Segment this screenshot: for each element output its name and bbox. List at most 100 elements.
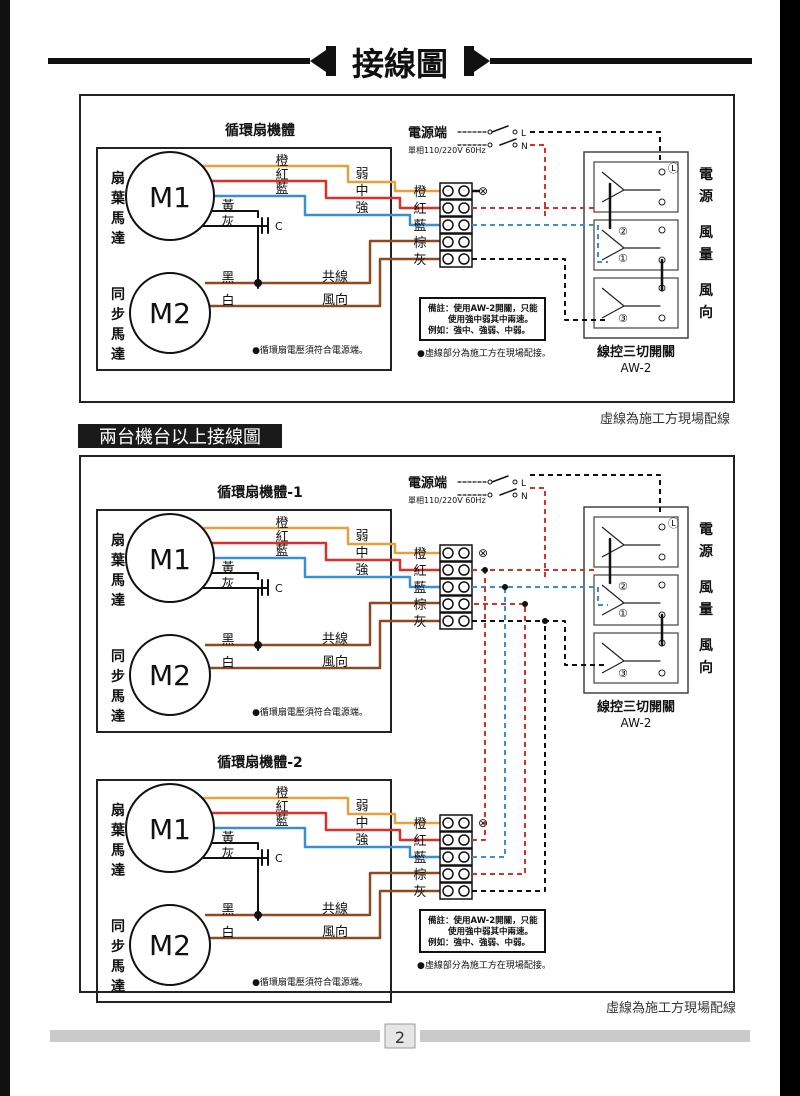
terminal-screw [442,885,454,897]
note-line: 備註：使用AW-2開關，只能 [428,915,538,926]
terminal-screw [458,598,470,610]
terminal-slot [439,216,473,234]
switch-pos-mark: ② [618,225,628,238]
terminal-slot [439,814,473,832]
speed-label: 弱 [355,529,368,544]
m1-label-char: 扇 [111,532,125,549]
breaker-contact [491,475,509,483]
brown-wire [205,871,440,917]
fan-unit-2: 循環扇機體-1扇葉馬達同步馬達CM1M2橙紅藍黃灰黑白弱中強共線風向●循環扇電壓… [96,484,488,733]
note-line: 例如：強中、強弱、中弱。 [428,937,530,948]
common-junction [254,911,262,919]
motor-m2 [129,634,211,716]
section2-title: 兩台機台以上接線圖 [99,427,261,448]
m1-label-char: 馬 [111,573,125,589]
switch-pos-mark: ③ [618,312,628,325]
motor-m1 [125,783,215,873]
m1-label-char: 葉 [110,822,126,839]
motor-m1-name: M1 [149,543,191,576]
red-field-wire [472,570,486,841]
terminal-label: 藍 [413,219,426,234]
terminal-screw [458,868,470,880]
page-number: 2 [395,1028,405,1047]
switch-section [593,161,679,213]
terminal-label: 棕 [413,598,426,613]
terminal-screw [458,885,470,897]
power-L-wire [530,474,661,515]
switch-pin [658,581,666,589]
yellow-lead [200,210,259,218]
orange-wire [200,164,440,193]
switch-side-label: 電 [699,166,713,183]
switch-side-label: 源 [699,543,713,560]
terminal-screw [458,547,470,559]
m1-label-char: 葉 [110,190,126,207]
note-line: 使用強中弱其中兩速。 [447,314,533,325]
terminal-screw [458,236,470,248]
dashed-note-1: 虛線為施工方現場配線 [600,411,730,427]
note-line: 使用強中弱其中兩速。 [447,926,533,937]
terminal-slot [439,250,473,268]
m1-label-char: 達 [111,862,125,879]
common-label: 共線 [322,269,348,285]
motor-m2-name: M2 [149,659,191,692]
switch-pin [658,198,666,206]
terminal-point [487,142,493,148]
terminal-unused-mark: ⊗ [478,816,488,830]
switch-side-label: 風 [699,638,713,654]
fan-body-title: 循環扇機體-1 [217,484,303,501]
blue-field-wire [597,225,608,263]
terminal-screw [442,581,454,593]
m2-label-char: 馬 [111,327,125,343]
wire-color-label: 橙 [275,516,288,531]
switch-side-label: 向 [699,659,713,676]
note-box: 備註：使用AW-2開關，只能使用強中弱其中兩速。例如：強中、強弱、中弱。●虛線部… [417,297,551,359]
m2-label-char: 達 [111,708,125,725]
dashed-field-note: ●虛線部分為施工方在現場配接。 [417,959,551,971]
terminal-label: 橙 [413,817,426,832]
blue-wire [205,826,440,859]
terminal-label: 棕 [413,868,426,883]
wire-color-label: 黑 [221,633,234,648]
motor-m2 [129,272,211,354]
terminal-slot [439,199,473,217]
page-title: 接線圖 [352,45,448,83]
terminal-slot [439,578,473,596]
speed-label: 弱 [355,167,368,182]
terminal-screw [458,817,470,829]
terminal-screw [442,817,454,829]
red-wire [205,541,440,572]
switch-pos-mark: ① [618,607,628,620]
common-label: 共線 [322,901,348,917]
orange-wire [200,796,440,825]
terminal-label: 紅 [413,202,426,217]
right-edge [780,0,800,1096]
terminal-screw [442,615,454,627]
switch-side-label: 源 [699,188,713,205]
capacitor-symbol: C [275,582,283,595]
m2-label-char: 步 [111,668,125,685]
voltage-note: ●循環扇電壓須符合電源端。 [252,344,368,356]
wire-color-label: 灰 [221,215,234,230]
terminal-screw [442,868,454,880]
terminal-label: 藍 [413,851,426,866]
speed-label: 強 [355,201,368,216]
m2-label-char: 步 [111,306,125,323]
fan-unit-1: 循環扇機體扇葉馬達同步馬達CM1M2橙紅藍黃灰黑白弱中強共線風向●循環扇電壓須符… [96,122,488,371]
terminal-slot [439,182,473,200]
diagram-1-frame [79,94,735,403]
switch-side-label: 向 [699,304,713,321]
fan-unit-3: 循環扇機體-2扇葉馬達同步馬達CM1M2橙紅藍黃灰黑白弱中強共線風向●循環扇電壓… [96,754,488,1003]
speed-label: 中 [355,184,368,199]
switch-section [593,516,679,568]
power-label: 電源端 [408,125,447,141]
m1-label-char: 達 [111,230,125,247]
line-L: L [521,479,526,489]
switch-L-mark: Ⓛ [668,162,679,175]
terminal-slot [439,612,473,630]
